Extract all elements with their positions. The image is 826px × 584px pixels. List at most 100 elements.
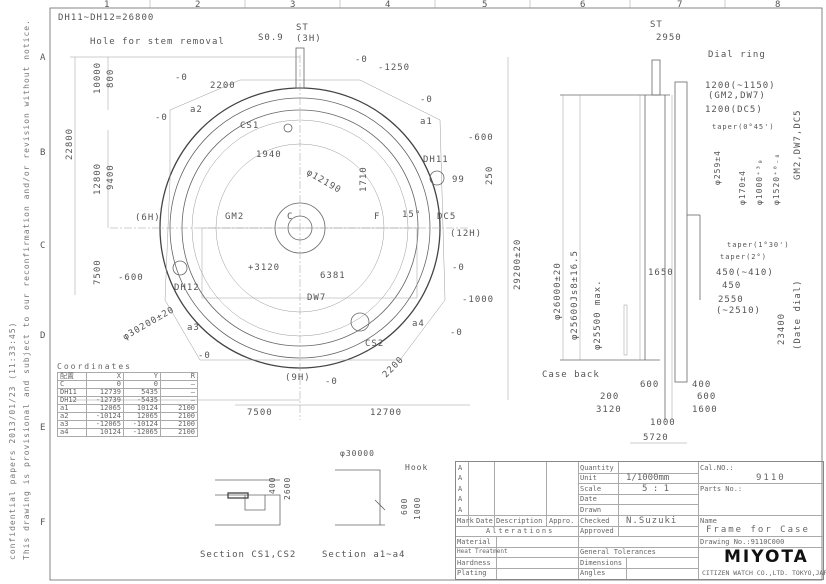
- dim: 1200(DC5): [705, 105, 763, 115]
- rev-mark: A: [458, 506, 463, 514]
- marker: a4: [412, 319, 425, 329]
- dim: 3120: [596, 405, 622, 415]
- dim: (~2510): [716, 306, 761, 316]
- rule: [618, 462, 619, 536]
- dim: 250: [485, 166, 495, 185]
- dim: 2200: [210, 81, 236, 91]
- dim: 12700: [370, 408, 402, 418]
- drawn-label: Drawn: [580, 506, 602, 514]
- dim: 6381: [320, 271, 346, 281]
- table-row: DH12-12739-5435—: [57, 396, 198, 405]
- rule: [626, 557, 627, 579]
- rule: [578, 526, 698, 527]
- label-hook: Hook: [405, 463, 428, 472]
- row-c: C: [40, 241, 46, 251]
- col-8: 8: [775, 0, 781, 10]
- dim: 600: [640, 380, 659, 390]
- marker: F: [374, 212, 380, 222]
- rule: [456, 557, 698, 558]
- dim: 12800: [93, 163, 103, 195]
- name-label: Name: [700, 517, 717, 525]
- dim: 1710: [359, 166, 369, 192]
- rule: [578, 494, 698, 495]
- dim: -0: [325, 377, 338, 387]
- rev-mark: A: [458, 464, 463, 472]
- dim: 200: [600, 392, 619, 402]
- dim: 7500: [247, 408, 273, 418]
- dim: 1600: [692, 405, 718, 415]
- rule: [456, 515, 578, 516]
- dim: φ26000±20: [553, 262, 563, 320]
- marker: CS2: [365, 339, 384, 349]
- dim: 99: [452, 175, 465, 185]
- row-e: E: [40, 423, 46, 433]
- side-view: ST 2950 Dial ring 1200(~1150) (GM2,DW7) …: [542, 20, 803, 444]
- dim: 2600: [283, 477, 292, 500]
- alterations-label: Alterations: [486, 527, 555, 535]
- section-a-title: Section a1~a4: [322, 550, 405, 560]
- parts-no-label: Parts No.:: [700, 485, 743, 493]
- dim: (GM2,DW7): [708, 91, 766, 101]
- angles-label: Angles: [580, 569, 606, 577]
- drawing-no: Drawing No.:9110C000: [700, 538, 785, 546]
- dim: 1940: [256, 150, 282, 160]
- dim: 2550: [718, 295, 744, 305]
- dim: taper(2°): [720, 253, 767, 261]
- rule: [456, 547, 698, 548]
- dim: 1650: [648, 268, 674, 278]
- cell: 2100: [160, 428, 198, 437]
- scale-label: Scale: [580, 485, 602, 493]
- note-dh: DH11~DH12=26800: [58, 13, 154, 23]
- dim: φ259±4: [713, 150, 722, 185]
- dim: -0: [355, 55, 368, 65]
- dim: 800: [106, 69, 116, 88]
- plating-label: Plating: [457, 569, 487, 577]
- unit-label: Unit: [580, 474, 597, 482]
- dim: 1000: [650, 418, 676, 428]
- mark-label: Mark: [457, 517, 474, 525]
- front-view: DH11~DH12=26800 Hole for stem removal S0…: [58, 13, 523, 420]
- dim: φ30000: [340, 449, 375, 458]
- dim: 15°: [402, 210, 421, 220]
- checked-label: Checked: [580, 517, 610, 525]
- cal-no-value: 9110: [756, 473, 786, 483]
- appro-label: Appro.: [549, 517, 575, 525]
- label-dial-ring: Dial ring: [708, 50, 766, 60]
- date-label: Date: [580, 495, 597, 503]
- general-tolerances-label: General Tolerances: [580, 548, 656, 556]
- col-4: 4: [385, 0, 391, 10]
- rule: [494, 462, 495, 526]
- material-label: Material: [457, 538, 491, 546]
- row-b: B: [40, 148, 46, 158]
- dim: φ25600Js8±16.5: [570, 250, 580, 340]
- cell: -12065: [123, 428, 161, 437]
- company-name: CITIZEN WATCH CO.,LTD. TOKYO,JAPAN: [702, 569, 826, 577]
- rule: [578, 515, 698, 516]
- label-hole: Hole for stem removal: [90, 37, 225, 47]
- cell: a4: [57, 428, 87, 437]
- label-s09: S0.9: [258, 33, 284, 43]
- grid-rows: A B C D E F: [40, 53, 46, 528]
- rule: [496, 536, 497, 579]
- marker: (9H): [285, 373, 311, 383]
- row-f: F: [40, 518, 46, 528]
- date-col-label: Date: [476, 517, 493, 525]
- side-st: ST: [650, 20, 663, 30]
- dim: -1000: [462, 295, 494, 305]
- col-5: 5: [482, 0, 488, 10]
- sections: 400 2600 Section CS1,CS2 φ30000 Hook 600…: [200, 449, 428, 560]
- marker: DH11: [423, 155, 449, 165]
- rule: [456, 526, 578, 527]
- heat-label: Heat Treatment: [457, 548, 508, 555]
- col-2: 2: [195, 0, 201, 10]
- dim: -600: [118, 273, 144, 283]
- dim: 600: [697, 392, 716, 402]
- dim: 5720: [643, 433, 669, 443]
- rule: [578, 504, 698, 505]
- rev-mark: A: [458, 474, 463, 482]
- marker: (12H): [450, 229, 482, 239]
